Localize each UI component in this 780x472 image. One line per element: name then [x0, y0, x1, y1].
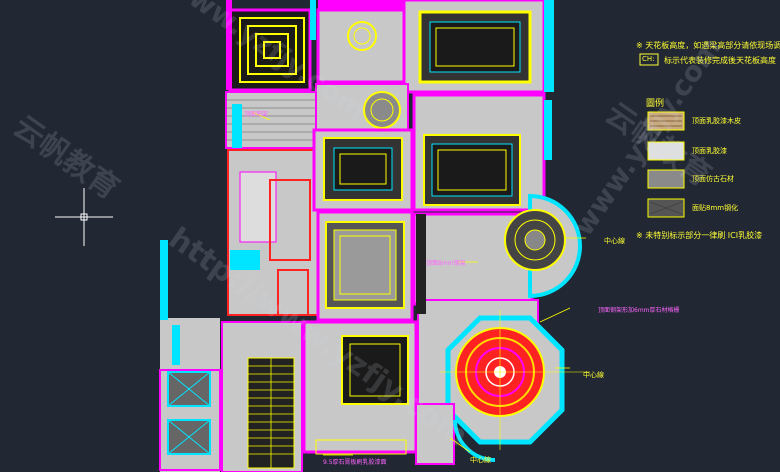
room-top-center	[316, 0, 406, 84]
semicircle-bay	[504, 193, 582, 299]
center-line-label-2: 中心線	[583, 371, 604, 379]
center-line-label-3: 中心線	[470, 456, 491, 464]
room-right-2	[412, 93, 552, 212]
door-arc-bottom	[415, 403, 496, 465]
room-top-left	[226, 0, 316, 92]
stair-block	[221, 321, 303, 472]
room-center-1	[312, 128, 414, 212]
room-top-right	[402, 0, 554, 94]
legend-item-2: 顶面乳胶漆	[692, 147, 727, 155]
ch-code-box	[639, 53, 659, 66]
plan-left-corridor	[159, 240, 221, 472]
octagon-rotunda	[440, 310, 590, 450]
room-circle-mid	[315, 83, 409, 131]
ch-code-text: CH:	[642, 55, 655, 63]
legend-footer: ※ 未特别标示部分一律刷 ICI乳胶漆	[636, 231, 763, 240]
leader-lines	[251, 111, 586, 456]
annotation-mid: 顶面8mm钢架	[426, 260, 466, 267]
room-bottom-center	[302, 320, 418, 455]
center-line-label-1: 中心線	[604, 237, 625, 245]
ch-explain-note: 标示代表装修完成後天花板高度	[664, 56, 776, 65]
annotation-bottom: 9.5厚石膏板刷乳胶漆面	[323, 459, 387, 466]
annotation-left: 顶面钢架	[244, 111, 269, 118]
room-left-gallery	[225, 91, 319, 316]
legend-item-4: 面贴8mm钢化	[692, 204, 739, 212]
legend-title: 圖例	[646, 99, 665, 109]
legend-item-1: 顶面乳胶漆木皮	[692, 117, 741, 125]
legend-swatches	[647, 111, 685, 218]
legend-item-3: 顶面仿古石材	[692, 175, 734, 183]
annotation-right: 顶面钢架形加6mm厚石材格栅	[598, 307, 680, 314]
room-center-2	[316, 210, 414, 322]
crosshair-cursor	[55, 188, 113, 246]
ceiling-height-note: ※ 天花板高度，如遇梁高部分请依现场调整。	[636, 41, 780, 50]
